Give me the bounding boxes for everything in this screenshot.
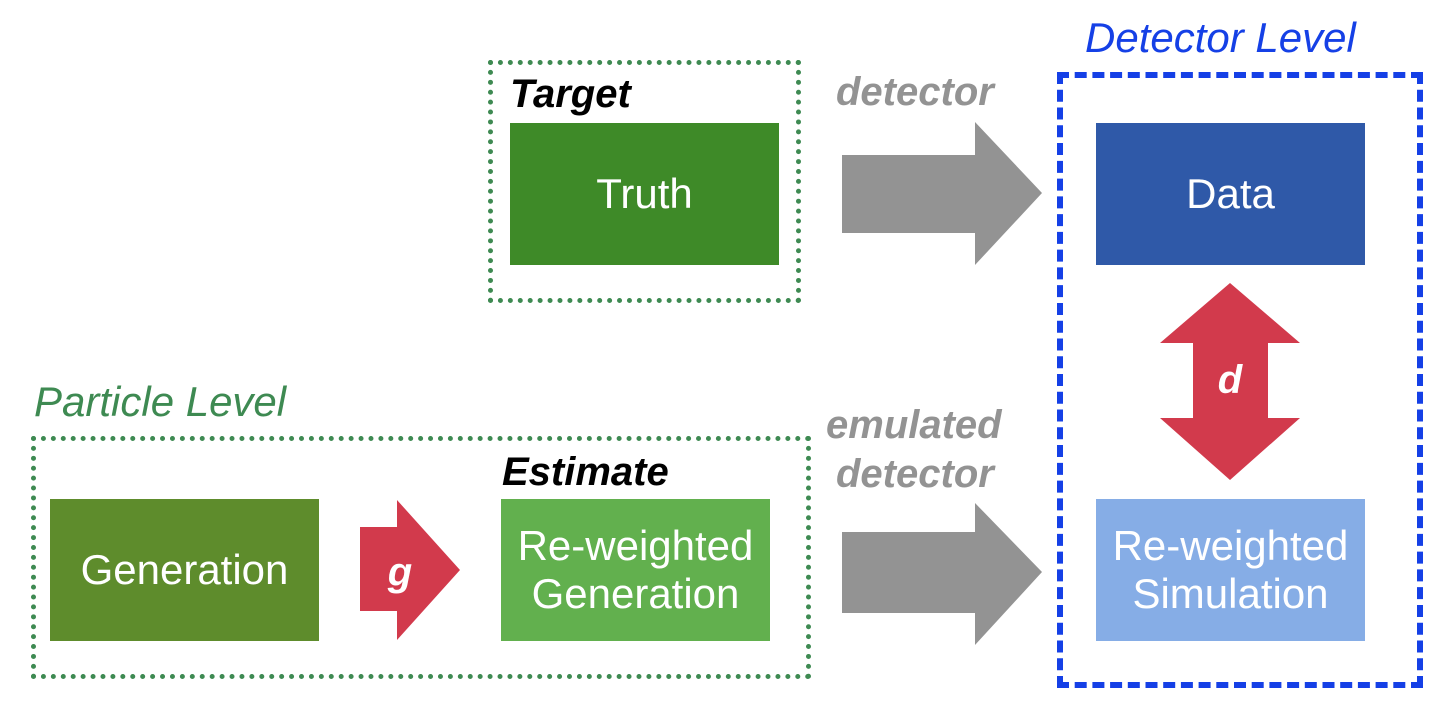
detector-level-region [1057, 72, 1423, 688]
emulated-detector-label-line1: emulated [826, 403, 1002, 447]
detector-arrow [842, 122, 1042, 265]
reweighted-generation-line2: Generation [531, 570, 740, 617]
emulated-detector-label-line2: detector [836, 452, 994, 496]
emulated-detector-arrow [842, 503, 1042, 645]
g-arrow [360, 500, 460, 640]
detector-level-title: Detector Level [1085, 14, 1356, 61]
reweighted-simulation-box: Re-weighted Simulation [1096, 499, 1365, 641]
truth-label: Truth [596, 170, 693, 217]
particle-level-title: Particle Level [34, 378, 287, 425]
d-label: d [1217, 358, 1243, 402]
reweighted-generation-box: Re-weighted Generation [501, 499, 770, 641]
target-region [488, 60, 801, 303]
d-double-arrow [1160, 283, 1300, 480]
reweighted-simulation-line1: Re-weighted [1112, 522, 1349, 569]
reweighted-simulation-line2: Simulation [1132, 570, 1329, 617]
truth-box: Truth [510, 123, 779, 265]
generation-box: Generation [50, 499, 319, 641]
particle-level-region [31, 436, 811, 679]
generation-label: Generation [80, 546, 289, 593]
g-label: g [387, 550, 413, 594]
target-label: Target [510, 72, 631, 116]
data-box: Data [1096, 123, 1365, 265]
data-label: Data [1186, 170, 1275, 217]
reweighted-generation-line1: Re-weighted [517, 522, 754, 569]
detector-arrow-label: detector [836, 70, 994, 114]
estimate-label: Estimate [502, 450, 669, 494]
